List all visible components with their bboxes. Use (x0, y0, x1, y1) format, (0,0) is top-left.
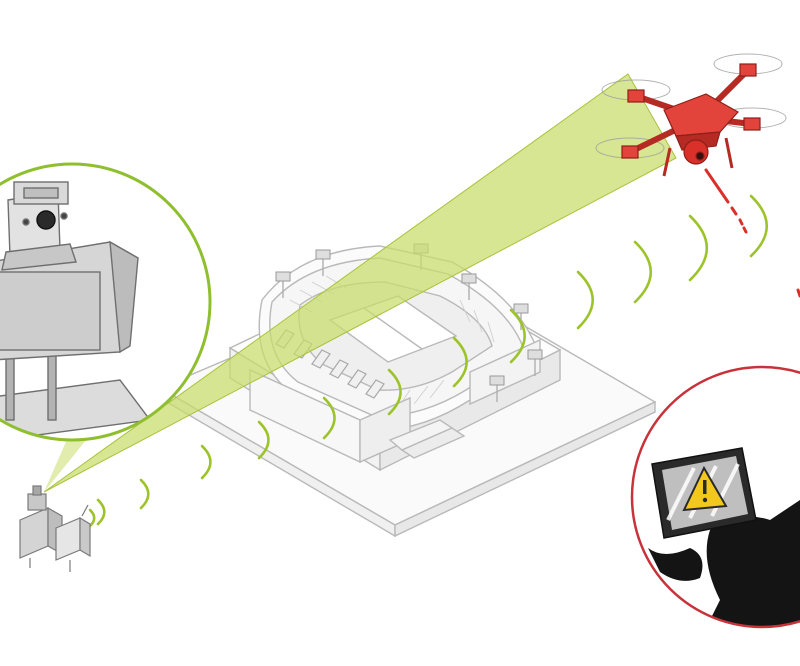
drone-disruption-trail (704, 168, 800, 298)
tablet-alert-detail (630, 365, 800, 629)
radio-signal-waves (88, 194, 768, 528)
spectator-section (311, 349, 331, 369)
light-tower (275, 271, 291, 298)
detection-beam (43, 73, 677, 493)
signal-wave-arc (387, 368, 402, 416)
quadcopter-drone-icon (595, 53, 787, 177)
spectator-section (365, 379, 385, 399)
light-tower (461, 273, 477, 300)
signal-wave-arc (576, 270, 594, 330)
light-tower (527, 349, 543, 376)
signal-wave-arc (200, 444, 212, 480)
emitter-wave-arc (96, 498, 106, 526)
signal-wave-arc (257, 420, 270, 460)
signal-wave-arc (749, 194, 768, 258)
light-tower (315, 249, 331, 276)
emitter-wave-arc (88, 508, 96, 528)
signal-wave-arc (633, 240, 652, 304)
signal-wave-arc (688, 214, 709, 282)
jammer-device-icon (19, 485, 91, 572)
light-tower (489, 375, 505, 402)
stadium-light-towers (275, 243, 543, 402)
signal-wave-arc (322, 396, 336, 440)
signal-wave-arc (139, 478, 150, 510)
spectator-section (329, 359, 349, 379)
spectator-section (347, 369, 367, 389)
signal-wave-arc (509, 308, 526, 364)
thermal-camera-icon (0, 162, 212, 442)
signal-wave-arc (452, 336, 468, 388)
